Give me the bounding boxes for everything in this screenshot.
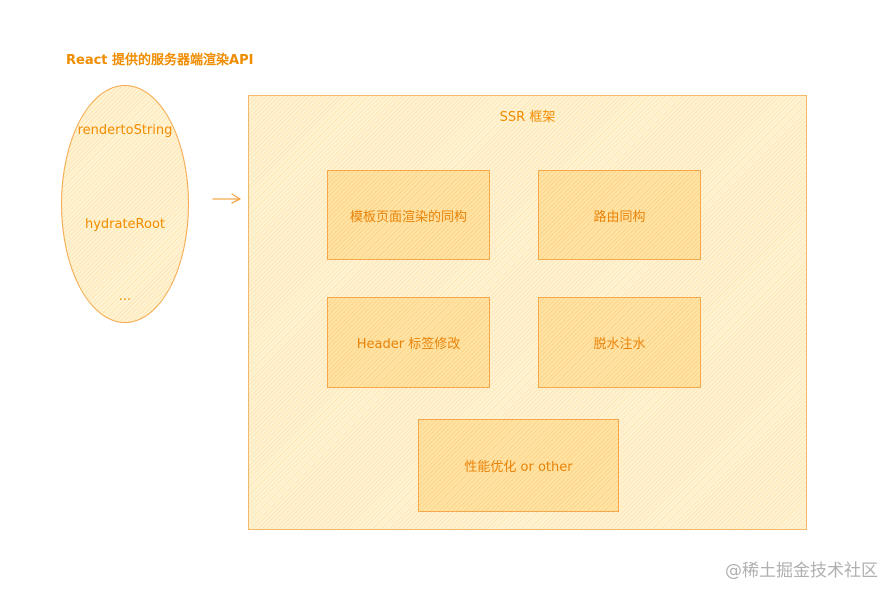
box-route-isomorphism: 路由同构 bbox=[538, 170, 701, 260]
arrow-right-icon bbox=[212, 193, 241, 204]
api-item-ellipsis: ... bbox=[118, 289, 132, 304]
api-list-ellipse: rendertoString hydrateRoot ... bbox=[61, 85, 189, 323]
box-template-isomorphism: 模板页面渲染的同构 bbox=[327, 170, 490, 260]
ssr-framework-frame: SSR 框架 模板页面渲染的同构 路由同构 Header 标签修改 脱水注水 性… bbox=[248, 95, 807, 530]
box-label: 性能优化 or other bbox=[464, 460, 573, 475]
box-label: 脱水注水 bbox=[593, 337, 646, 352]
frame-title: SSR 框架 bbox=[499, 110, 556, 125]
api-caption: React 提供的服务器端渲染API bbox=[66, 53, 254, 68]
api-item-rendertostring: rendertoString bbox=[77, 123, 173, 138]
box-performance: 性能优化 or other bbox=[418, 419, 619, 512]
box-label: 路由同构 bbox=[593, 209, 646, 225]
api-item-hydrateroot: hydrateRoot bbox=[84, 217, 166, 232]
box-header-tags: Header 标签修改 bbox=[327, 297, 490, 388]
box-label: 模板页面渲染的同构 bbox=[349, 209, 467, 225]
box-label: Header 标签修改 bbox=[356, 337, 461, 352]
watermark: @稀土掘金技术社区 bbox=[725, 561, 878, 581]
box-dehydrate-hydrate: 脱水注水 bbox=[538, 297, 701, 388]
